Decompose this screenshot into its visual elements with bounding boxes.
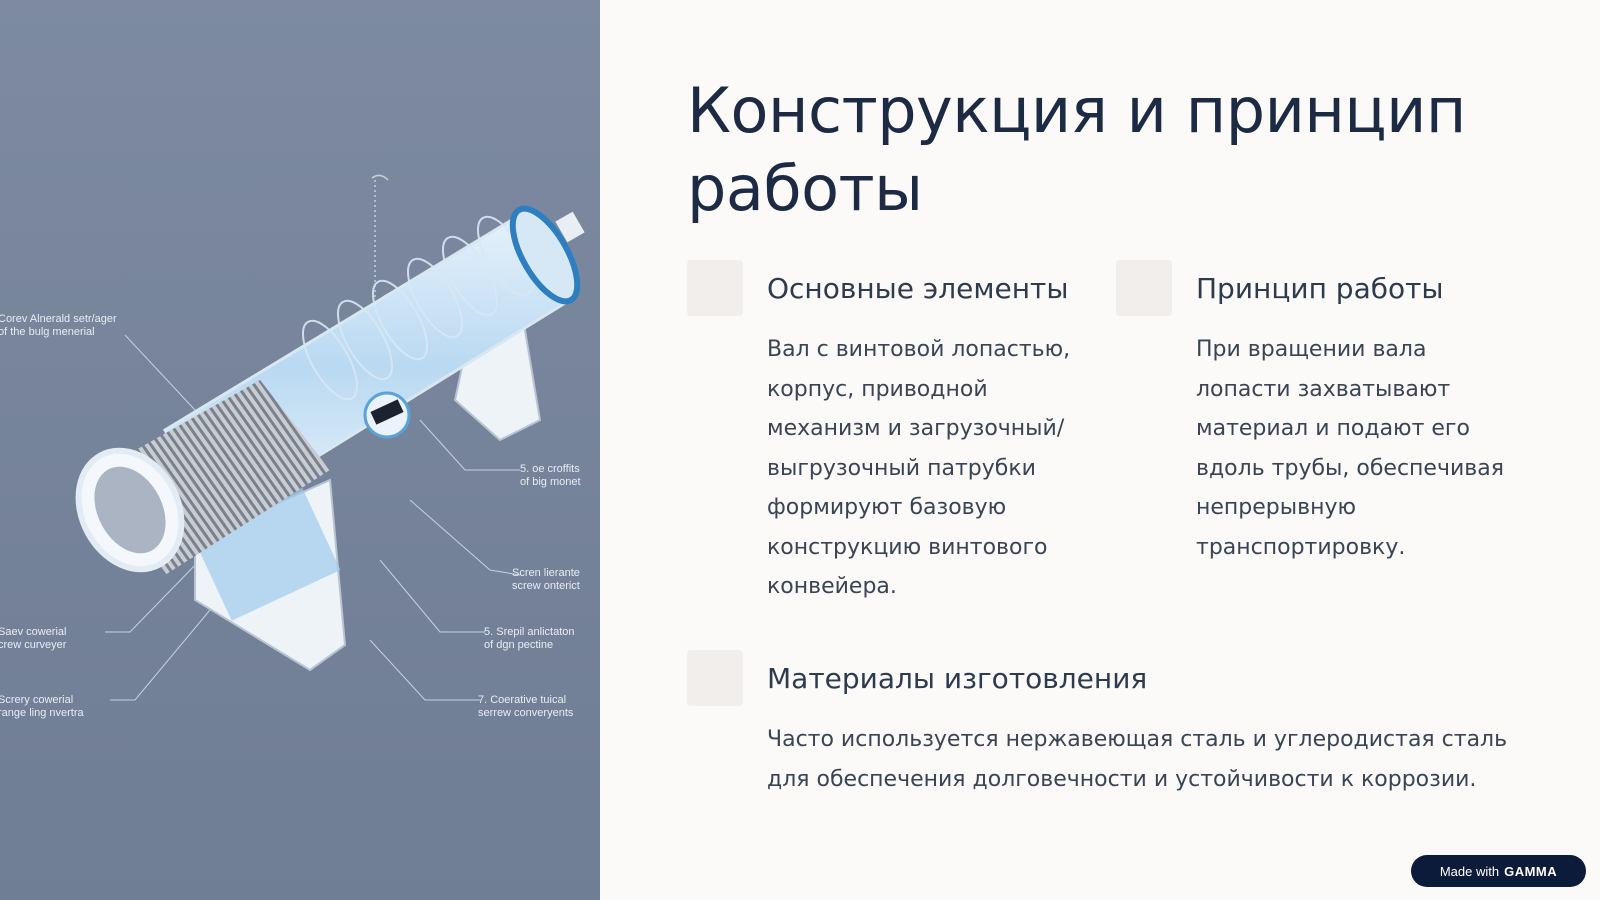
- callout-label-6: Screry cowerial range ling nvertra: [0, 694, 84, 719]
- gamma-logo: GAMMA: [1504, 863, 1558, 879]
- content-panel: Конструкция и принцип работы Основные эл…: [600, 0, 1600, 900]
- made-with-gamma-badge[interactable]: Made with GAMMA: [1411, 855, 1586, 887]
- block-heading: Материалы изготовления: [767, 662, 1148, 695]
- callout-label-3: Scren lierante screw onterict: [512, 567, 580, 592]
- block-marker: [1116, 260, 1172, 316]
- block-text: Часто используется нержавеющая сталь и у…: [767, 727, 1508, 792]
- screw-conveyor-illustration: [75, 174, 585, 701]
- block-marker: [687, 650, 743, 706]
- callout-label-5: 5. Srepil anlictaton of dgn pectine: [484, 626, 575, 651]
- callout-label-4: Saev cowerial crew curveyer: [0, 626, 67, 651]
- block-heading: Принцип работы: [1196, 272, 1444, 305]
- block-working-principle: Принцип работы При вращении вала лопасти…: [1116, 260, 1536, 610]
- callout-label-2: 5. oe croffits of big monet: [520, 463, 581, 488]
- block-heading: Основные элементы: [767, 272, 1069, 305]
- block-text: Вал с винтовой лопастью, корпус, приводн…: [767, 337, 1071, 599]
- block-materials: Материалы изготовления Часто используетс…: [687, 650, 1567, 810]
- badge-prefix: Made with: [1439, 863, 1500, 879]
- block-text: При вращении вала лопасти захватывают ма…: [1196, 337, 1504, 560]
- callout-label-7: 7. Coerative tuical serrew converyents: [478, 694, 574, 719]
- block-main-elements: Основные элементы Вал с винтовой лопасть…: [687, 260, 1077, 610]
- illustration-panel: Corev Alnerald setr/ager of the bulg men…: [0, 0, 600, 900]
- callout-label-1: Corev Alnerald setr/ager of the bulg men…: [0, 313, 117, 338]
- block-marker: [687, 260, 743, 316]
- page-title: Конструкция и принцип работы: [687, 74, 1466, 225]
